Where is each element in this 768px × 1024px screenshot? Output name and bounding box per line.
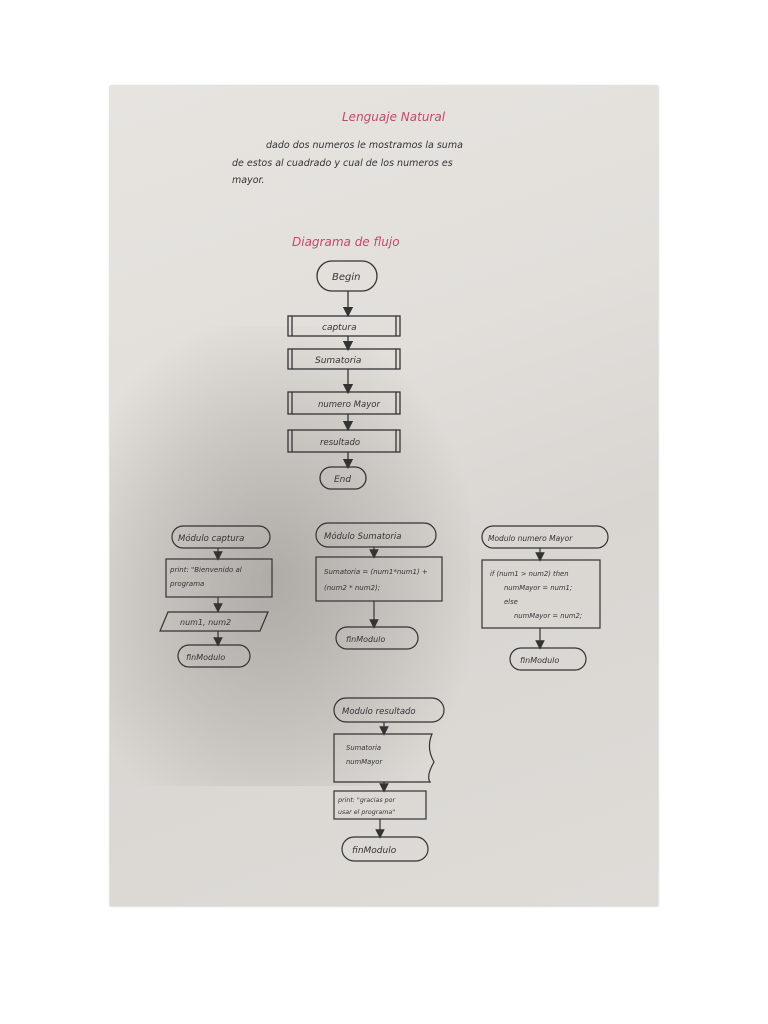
begin-label: Begin [332,272,360,283]
description-line-3: mayor. [232,175,265,186]
modulo-captura [159,525,273,668]
mayor-process-2: numMayor = num1; [504,584,572,592]
modulo-resultado [333,697,445,862]
sumatoria-process-2: (num2 * num2); [324,584,380,592]
resultado-title: Modulo resultado [342,707,416,717]
description-line-1: dado dos numeros le mostramos la suma [266,140,463,151]
step-resultado-label: resultado [320,438,360,448]
sumatoria-title: Módulo Sumatoria [324,531,401,542]
captura-input: num1, num2 [180,618,231,627]
step-sumatoria-label: Sumatoria [315,356,361,366]
step-sumatoria-box [287,348,401,370]
description-line-2: de estos al cuadrado y cual de los numer… [232,158,453,169]
step-mayor-label: numero Mayor [318,400,380,410]
page-title: Lenguaje Natural [342,110,446,124]
captura-title: Módulo captura [178,533,244,544]
main-flow [287,260,401,490]
mayor-end: finModulo [520,656,559,665]
mayor-title: Modulo numero Mayor [488,534,573,543]
step-captura-box [287,315,401,337]
sumatoria-end: finModulo [346,635,385,644]
mayor-process-3: else [504,598,518,606]
step-resultado-box [287,429,401,453]
captura-print-2: programa [169,580,204,588]
modulo-sumatoria [315,522,443,650]
flowchart-drawing: Lenguaje Natural dado dos numeros le mos… [159,110,609,862]
step-captura-label: captura [322,323,357,333]
diagram-title: Diagrama de flujo [292,235,400,249]
resultado-output-2: numMayor [346,758,383,766]
captura-print-1: print: "Bienvenido al [169,566,242,574]
mayor-process-4: numMayor = num2; [514,612,582,620]
captura-end: finModulo [186,653,225,662]
modulo-mayor [481,525,609,671]
resultado-print-1: print: "gracias por [337,796,395,804]
begin-terminal [316,260,378,292]
mayor-process-1: if (num1 > num2) then [490,570,569,578]
end-terminal [319,466,367,490]
step-mayor-box [287,391,401,415]
paper-sheet: Lenguaje Natural dado dos numeros le mos… [110,86,658,906]
resultado-end: finModulo [352,846,397,856]
sumatoria-process-1: Sumatoria = (num1*num1) + [324,568,428,576]
resultado-output-1: Sumatoria [346,744,381,752]
resultado-print-2: usar el programa" [338,809,395,816]
end-label: End [334,475,351,485]
